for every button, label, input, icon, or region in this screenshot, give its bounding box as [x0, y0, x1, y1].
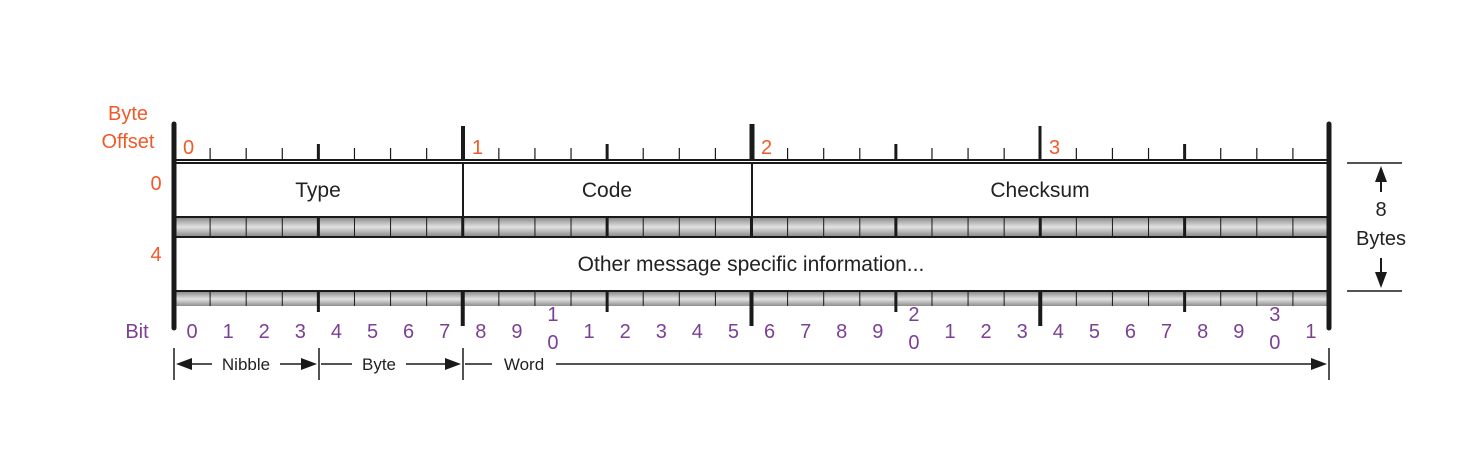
bit-label-14: 4	[692, 321, 703, 343]
checksum-field: Checksum	[990, 179, 1089, 202]
nibble-arrow-right-icon	[301, 358, 317, 370]
row-offset-4: 4	[150, 244, 161, 266]
row-offset-0: 0	[150, 173, 161, 195]
unit-dimensions: Nibble Byte Word	[173, 348, 1330, 380]
bottom-band-ticks	[209, 292, 1294, 326]
code-field: Code	[582, 179, 632, 202]
bit-label-16: 6	[764, 321, 775, 343]
bit-label-7: 7	[439, 321, 450, 343]
bit-label-1: 1	[223, 321, 234, 343]
bit-label-25: 5	[1089, 321, 1100, 343]
size-arrow-down-icon	[1375, 272, 1387, 288]
bit-label-26: 6	[1125, 321, 1136, 343]
byte-arrow-right-icon	[445, 358, 461, 370]
bit-label-10: 1	[547, 304, 558, 326]
bit-label-2: 2	[259, 321, 270, 343]
bit-label-28: 8	[1197, 321, 1208, 343]
bit-label-20: 2	[908, 304, 919, 326]
bit-label-30: 0	[1269, 332, 1280, 354]
bit-label-22: 2	[981, 321, 992, 343]
bit-label-15: 5	[728, 321, 739, 343]
bit-label-19: 9	[872, 321, 883, 343]
size-number: 8	[1375, 199, 1386, 221]
size-unit: Bytes	[1356, 228, 1406, 250]
middle-band-ticks	[209, 218, 1294, 236]
nibble-arrow-left-icon	[176, 358, 192, 370]
byte-marker-1: 1	[472, 137, 483, 159]
bit-label-6: 6	[403, 321, 414, 343]
bit-label-21: 1	[944, 321, 955, 343]
bit-label-31: 1	[1305, 321, 1316, 343]
bit-label-27: 7	[1161, 321, 1172, 343]
bit-label-0: 0	[186, 321, 197, 343]
other-info-field: Other message specific information...	[578, 253, 925, 276]
bit-label-20: 0	[908, 332, 919, 354]
byte-offset-label-line2: Offset	[102, 131, 155, 153]
word-label: Word	[504, 355, 544, 374]
bit-label-23: 3	[1017, 321, 1028, 343]
bit-label-18: 8	[836, 321, 847, 343]
bit-label-13: 3	[656, 321, 667, 343]
size-arrow-up-icon	[1375, 166, 1387, 182]
word-arrow-right-icon	[1311, 358, 1327, 370]
bit-label: Bit	[125, 321, 149, 343]
bit-label-10: 0	[547, 332, 558, 354]
byte-label: Byte	[362, 355, 396, 374]
bit-label-8: 8	[475, 321, 486, 343]
row1-box	[173, 236, 1330, 292]
bit-label-12: 2	[620, 321, 631, 343]
bit-label-3: 3	[295, 321, 306, 343]
bit-label-24: 4	[1053, 321, 1064, 343]
bit-label-9: 9	[511, 321, 522, 343]
byte-offset-label-line1: Byte	[108, 103, 148, 125]
type-field: Type	[295, 179, 341, 202]
size-indicator: 8 Bytes	[1347, 162, 1406, 292]
bit-label-11: 1	[584, 321, 595, 343]
bit-label-4: 4	[331, 321, 342, 343]
nibble-label: Nibble	[222, 355, 270, 374]
bit-label-5: 5	[367, 321, 378, 343]
byte-marker-0: 0	[183, 137, 194, 159]
bit-label-30: 3	[1269, 304, 1280, 326]
byte-marker-2: 2	[761, 137, 772, 159]
byte-marker-3: 3	[1049, 137, 1060, 159]
bit-label-29: 9	[1233, 321, 1244, 343]
bit-label-17: 7	[800, 321, 811, 343]
